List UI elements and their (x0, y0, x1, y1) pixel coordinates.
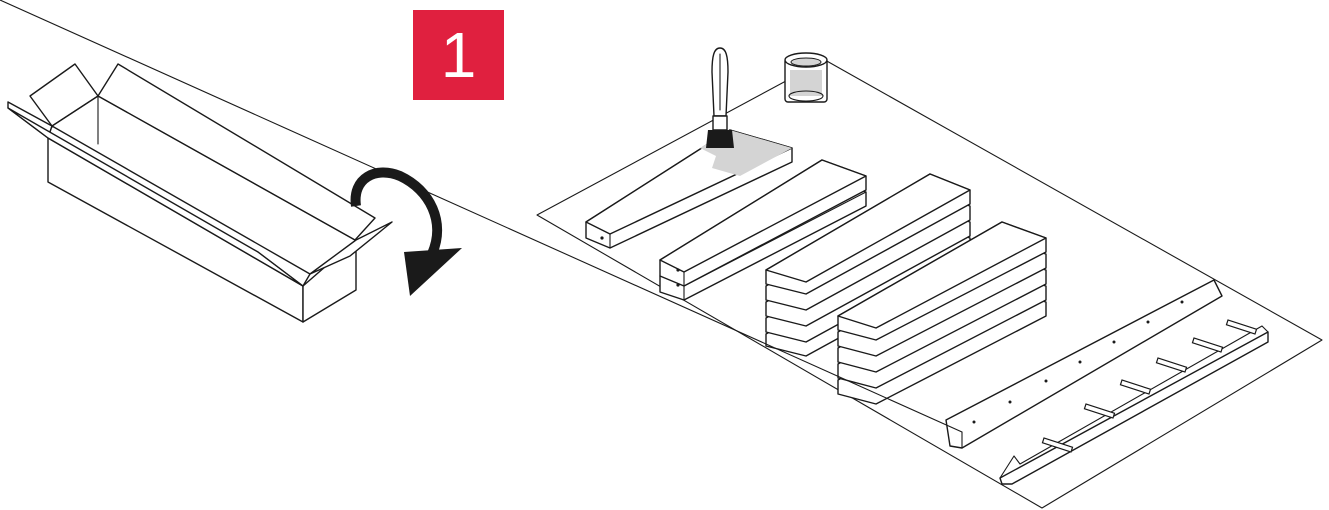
board-painted (585, 129, 793, 249)
side-rail-with-holes (0, 0, 1223, 449)
floor-sheet (536, 59, 1323, 509)
side-rail-with-slots (999, 319, 1269, 485)
rotate-arrow-icon (350, 167, 462, 296)
paint-brush-icon (706, 47, 734, 148)
step-badge-background (413, 10, 504, 100)
board-stack-4 (837, 221, 1047, 405)
open-cardboard-box-icon (7, 63, 393, 323)
paint-can-icon (784, 52, 828, 103)
step-number: 1 (440, 19, 477, 91)
board-stack-2 (659, 159, 867, 301)
step-number-badge: 1 (413, 10, 504, 100)
